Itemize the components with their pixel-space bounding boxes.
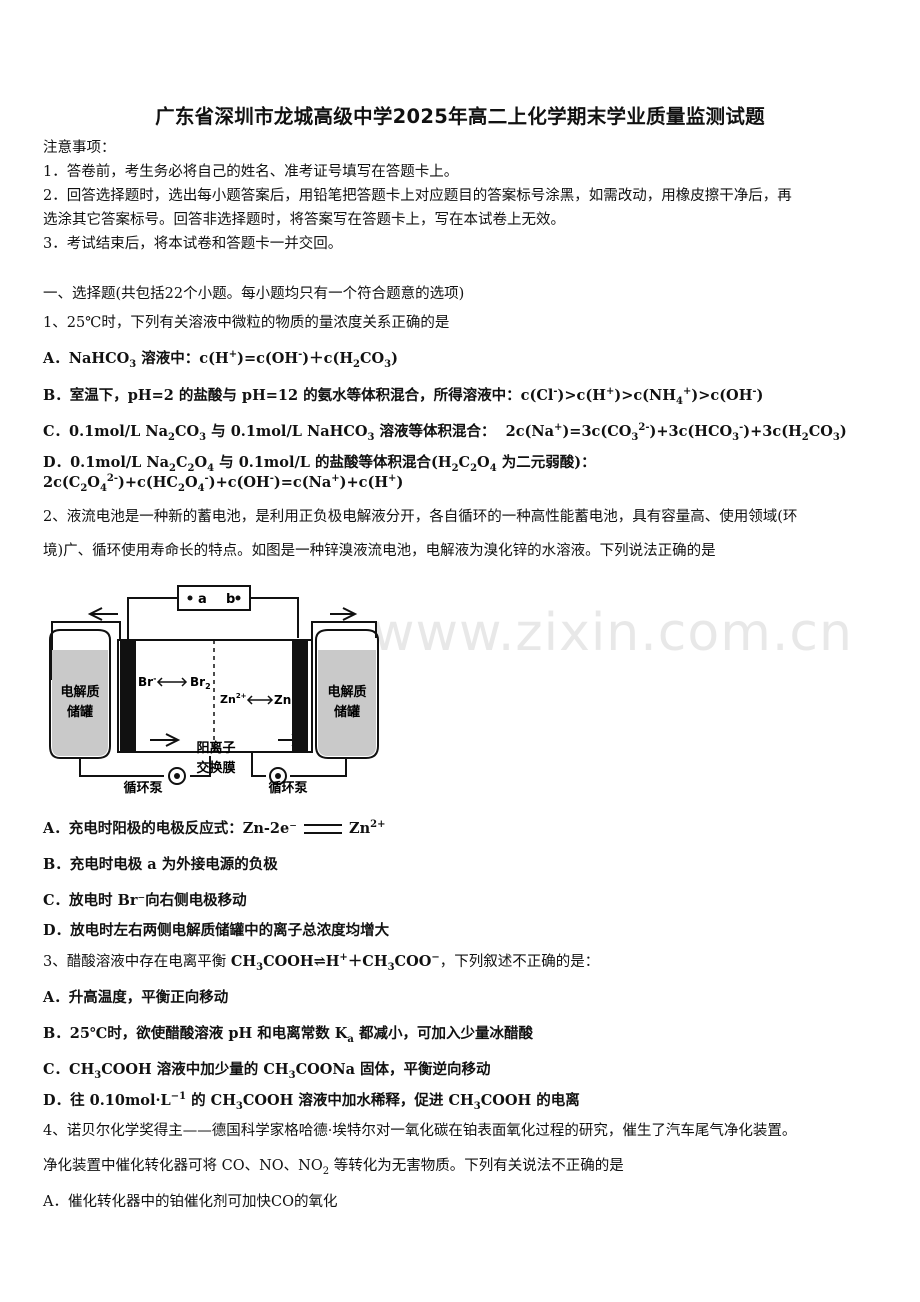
q1-stem: 1、25℃时，下列有关溶液中微粒的物质的量浓度关系正确的是 (43, 315, 450, 331)
q2-option-b: B．充电时电极 a 为外接电源的负极 (43, 856, 278, 873)
notice-item-3: 3．考试结束后，将本试卷和答题卡一并交回。 (43, 236, 343, 252)
q1-option-a: A．NaHCO3 溶液中：c(H+)=c(OH-)＋c(H2CO3) (43, 349, 398, 370)
watermark: www.zixin.com.cn (372, 603, 853, 663)
q1-option-c: C．0.1mol/L Na2CO3 与 0.1mol/L NaHCO3 溶液等体… (43, 422, 847, 443)
q2-option-d: D．放电时左右两侧电解质储罐中的离子总浓度均增大 (43, 922, 390, 939)
left-pump-label: 循环泵 (123, 780, 162, 796)
page-title: 广东省深圳市龙城高级中学2025年高二上化学期末学业质量监测试题 (155, 105, 765, 128)
q2-stem-1: 2、液流电池是一种新的蓄电池，是利用正负极电解液分开，各自循环的一种高性能蓄电池… (43, 509, 798, 525)
q4-stem-2: 净化装置中催化转化器可将 CO、NO、NO2 等转化为无害物质。下列有关说法不正… (43, 1158, 624, 1177)
battery-diagram: a b Br- Br2 Zn2+ Zn 电解质 储罐 电解质 储罐 阳离子 交换… (49, 585, 379, 796)
q3-option-b: B．25℃时，欲使醋酸溶液 pH 和电离常数 Ka 都减小，可加入少量冰醋酸 (43, 1025, 533, 1045)
br2-label: Br2 (190, 675, 211, 691)
q1-option-b: B．室温下，pH=2 的盐酸与 pH=12 的氨水等体积混合，所得溶液中：c(C… (43, 386, 764, 407)
q4-stem-1: 4、诺贝尔化学奖得主——德国科学家格哈德·埃特尔对一氧化碳在铂表面氧化过程的研究… (43, 1123, 797, 1139)
q2-option-c: C．放电时 Br⁻向右侧电极移动 (43, 892, 247, 909)
q2-option-a: A．充电时阳极的电极反应式：Zn-2e⁻ Zn2+ (43, 819, 386, 837)
q3-option-c: C．CH3COOH 溶液中加少量的 CH3COONa 固体，平衡逆向移动 (43, 1061, 491, 1081)
left-tank-label-1: 电解质 (60, 684, 99, 700)
q3-option-a: A．升高温度，平衡正向移动 (43, 989, 229, 1006)
q4-option-a: A．催化转化器中的铂催化剂可加快CO的氧化 (43, 1194, 338, 1210)
right-tank-label-1: 电解质 (327, 684, 366, 700)
electrode-b-label: b (226, 592, 235, 607)
right-tank-label-2: 储罐 (333, 704, 360, 720)
notice-item-1: 1．答卷前，考生务必将自己的姓名、准考证号填写在答题卡上。 (43, 164, 459, 180)
q3-stem: 3、醋酸溶液中存在电离平衡 CH3COOH⇌H+＋CH3COO−，下列叙述不正确… (43, 952, 600, 973)
electrode-a-label: a (198, 592, 207, 607)
notice-item-2-cont: 选涂其它答案标号。回答非选择题时，将答案写在答题卡上，写在本试卷上无效。 (43, 212, 565, 228)
q2-stem-2: 境)广、循环使用寿命长的特点。如图是一种锌溴液流电池，电解液为溴化锌的水溶液。下… (43, 543, 716, 559)
q3-option-d: D．往 0.10mol·L−1 的 CH3COOH 溶液中加水稀释，促进 CH3… (43, 1091, 580, 1112)
right-pump-label: 循环泵 (268, 780, 307, 796)
membrane-label-1: 阳离子 (196, 740, 235, 756)
left-tank-label-2: 储罐 (66, 704, 93, 720)
section-heading: 一、选择题(共包括22个小题。每小题均只有一个符合题意的选项) (43, 286, 465, 302)
zn-ion-label: Zn2+ (220, 692, 247, 706)
notice-heading: 注意事项： (43, 140, 116, 156)
br-ion-label: Br- (138, 674, 156, 689)
zn-label: Zn (274, 693, 291, 707)
membrane-label-2: 交换膜 (196, 760, 235, 776)
q1-option-d: D．0.1mol/L Na2C2O4 与 0.1mol/L 的盐酸等体积混合(H… (43, 454, 596, 494)
notice-item-2: 2．回答选择题时，选出每小题答案后，用铅笔把答题卡上对应题目的答案标号涂黑，如需… (43, 188, 792, 204)
